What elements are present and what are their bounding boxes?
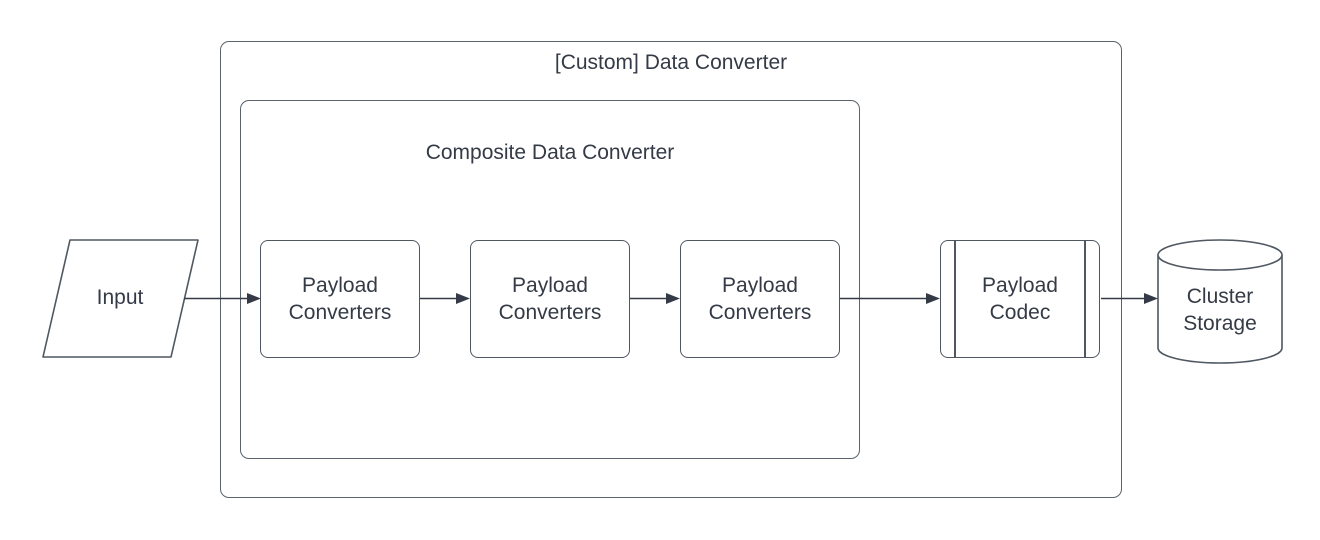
node-label-line: Codec <box>989 301 1051 324</box>
node-label-line: Cluster <box>1186 285 1254 308</box>
custom-data-converter-label: [Custom] Data Converter <box>554 51 788 74</box>
node-label-line: Storage <box>1183 312 1257 335</box>
custom-data-converter-container <box>220 41 1122 498</box>
input-label: Input <box>96 286 144 309</box>
codec-side-bar-left <box>954 241 956 357</box>
cluster-storage-label: Cluster Storage <box>1158 283 1282 337</box>
payload-codec-node: Payload Codec <box>940 240 1100 358</box>
payload-converters-node-2: Payload Converters <box>470 240 630 358</box>
codec-side-bar-right <box>1084 241 1086 357</box>
node-label-line: Converters <box>498 301 602 324</box>
node-label-line: Payload <box>302 274 378 297</box>
node-label-line: Payload <box>512 274 588 297</box>
node-label-line: Payload <box>722 274 798 297</box>
node-label-line: Payload <box>982 274 1058 297</box>
node-label-line: Converters <box>708 301 812 324</box>
payload-converters-node-1: Payload Converters <box>260 240 420 358</box>
composite-data-converter-container <box>240 100 860 459</box>
node-label-line: Converters <box>288 301 392 324</box>
cluster-storage-cylinder-top <box>1157 239 1283 271</box>
composite-data-converter-label: Composite Data Converter <box>425 141 675 164</box>
payload-converters-node-3: Payload Converters <box>680 240 840 358</box>
